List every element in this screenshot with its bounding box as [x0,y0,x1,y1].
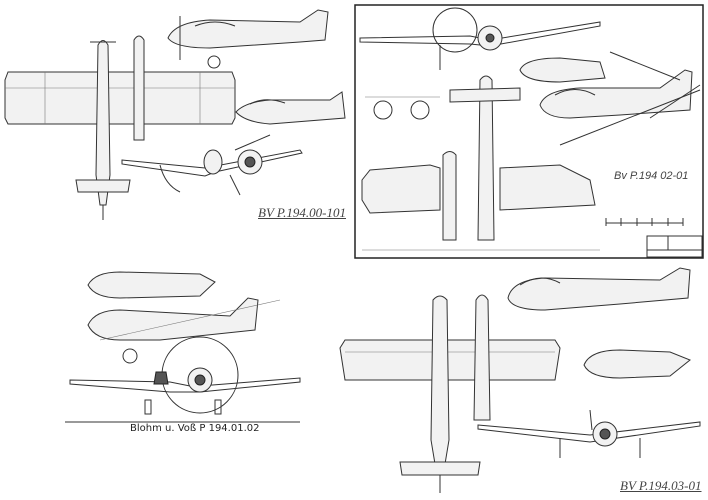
side-views [519,51,701,146]
top-view-plan [361,75,600,251]
drawing-p194-00-101 [4,9,346,220]
caption-p194-00-101: BV P.194.00-101 [258,205,346,220]
side-views [87,271,281,364]
top-view-plan [4,35,236,220]
front-view [477,409,701,458]
side-view-upper [507,267,691,311]
drawing-p194-03-01 [339,267,701,493]
section-details [365,96,440,120]
side-view-lower [583,349,691,379]
caption-p194-01-02: Blohm u. Voß P 194.01.02 [130,423,260,434]
drawing-p194-02-01 [354,4,704,259]
top-view-plan [339,294,561,493]
front-view [65,336,301,423]
title-block [646,235,703,258]
side-view-lower [235,91,346,125]
drawing-frame [354,4,704,259]
front-view [121,134,303,196]
front-view [359,7,601,70]
side-view-upper [167,9,329,69]
caption-p194-03-01: BV P.194.03-01 [620,478,702,493]
scale-bar [605,218,684,226]
drawing-p194-01-02 [65,271,301,423]
caption-p194-02-01: Bv P.194 02-01 [614,170,689,182]
